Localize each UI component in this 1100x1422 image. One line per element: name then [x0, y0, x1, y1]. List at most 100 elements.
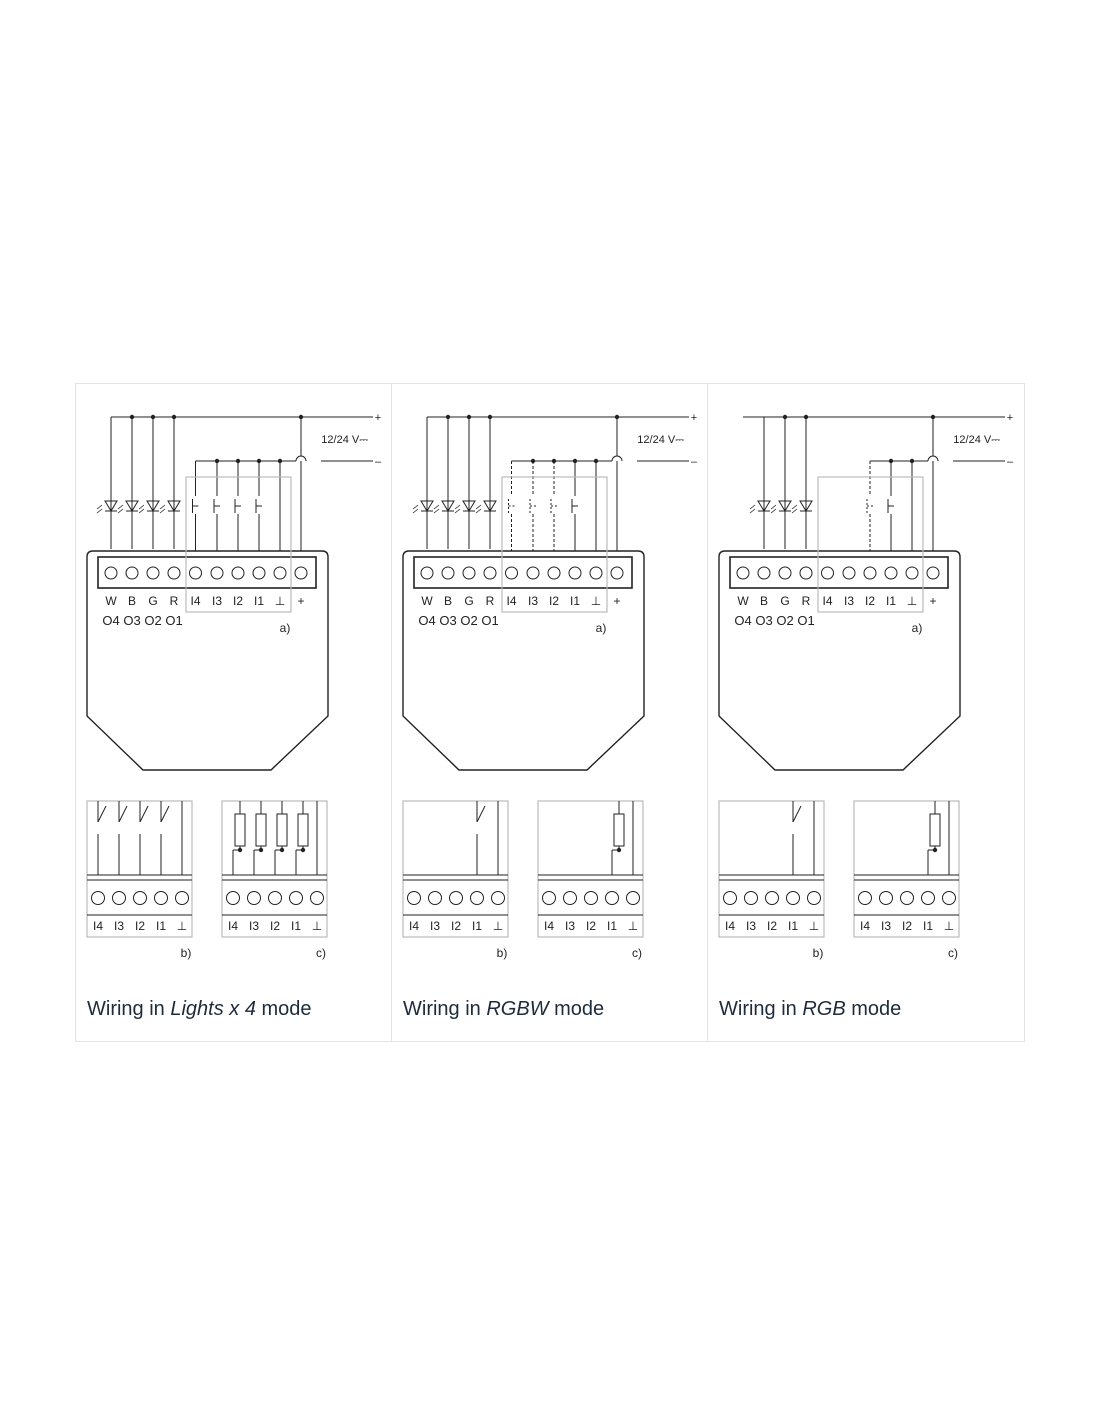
- supply-voltage-label: 12/24 V⎓: [637, 434, 684, 446]
- small-terminal-label: I4: [860, 919, 870, 933]
- terminal-label: I1: [254, 594, 264, 608]
- small-terminal-label: ⊥: [312, 919, 322, 933]
- terminal-label: G: [464, 594, 473, 608]
- small-terminal-label: I2: [902, 919, 912, 933]
- wire-crossover: [295, 455, 307, 462]
- junction-dot: [279, 847, 285, 853]
- inputs-highlight-frame: [185, 476, 292, 613]
- junction-dot: [300, 847, 306, 853]
- terminal-label: ⊥: [591, 594, 601, 608]
- terminal-label: I2: [549, 594, 559, 608]
- terminal-screw-icon: [900, 891, 914, 905]
- terminal-screw-icon: [605, 891, 619, 905]
- terminal-screw-icon: [568, 566, 582, 580]
- terminal-label: W: [737, 594, 749, 608]
- switch-lever-icon: [792, 805, 802, 823]
- terminal-screw-icon: [723, 891, 737, 905]
- caption-lights-x4: Wiring in Lights x 4 mode: [87, 998, 312, 1021]
- terminal-screw-icon: [231, 566, 245, 580]
- resistor-icon: [929, 813, 941, 847]
- terminal-screw-icon: [589, 566, 603, 580]
- terminal-block: [97, 556, 317, 589]
- output-label: O1: [797, 613, 814, 628]
- push-button-dashed-icon: [508, 499, 515, 513]
- terminal-label: R: [486, 594, 495, 608]
- inputs-highlight-frame: [817, 476, 924, 613]
- supply-plus-label: +: [1007, 412, 1013, 424]
- terminal-label: W: [421, 594, 433, 608]
- terminal-screw-icon: [175, 891, 189, 905]
- terminal-screw-icon: [470, 891, 484, 905]
- terminal-screw-icon: [154, 891, 168, 905]
- push-button-icon: [887, 499, 894, 513]
- push-button-icon: [234, 499, 241, 513]
- led-icon: [96, 500, 118, 514]
- resistor-icon: [234, 813, 246, 847]
- terminal-screw-icon: [584, 891, 598, 905]
- terminal-screw-icon: [765, 891, 779, 905]
- small-terminal-label: I3: [746, 919, 756, 933]
- supply-plus-label: +: [691, 412, 697, 424]
- led-icon: [433, 500, 455, 514]
- supply-minus-label: –: [1007, 456, 1014, 468]
- terminal-screw-icon: [133, 891, 147, 905]
- terminal-screw-icon: [449, 891, 463, 905]
- output-label: O2: [460, 613, 477, 628]
- small-terminal-label: I3: [114, 919, 124, 933]
- variant-label-a: a): [912, 621, 923, 635]
- wire-crossover: [611, 455, 623, 462]
- small-terminal-label: I2: [767, 919, 777, 933]
- terminal-screw-icon: [210, 566, 224, 580]
- terminal-screw-icon: [189, 566, 202, 580]
- inputs-highlight-frame: [501, 476, 608, 613]
- terminal-screw-icon: [926, 566, 940, 580]
- terminal-screw-icon: [807, 891, 821, 905]
- terminal-screw-icon: [921, 891, 935, 905]
- terminal-screw-icon: [273, 566, 287, 580]
- terminal-label: B: [128, 594, 136, 608]
- terminal-screw-icon: [491, 891, 505, 905]
- output-label: O3: [439, 613, 456, 628]
- small-terminal-label: I1: [788, 919, 798, 933]
- terminal-screw-icon: [91, 891, 105, 905]
- output-label: O4: [734, 613, 751, 628]
- variant-label-a: a): [280, 621, 291, 635]
- supply-plus-label: +: [375, 412, 381, 424]
- terminal-screw-icon: [289, 891, 303, 905]
- terminal-screw-icon: [744, 891, 758, 905]
- device-body: [718, 550, 961, 771]
- terminal-screw-icon: [626, 891, 640, 905]
- output-label: O4: [418, 613, 435, 628]
- variant-label-a: a): [596, 621, 607, 635]
- terminal-screw-icon: [842, 566, 856, 580]
- terminal-screw-icon: [563, 891, 577, 905]
- terminal-label: I3: [528, 594, 538, 608]
- terminal-screw-icon: [942, 891, 956, 905]
- terminal-screw-icon: [428, 891, 442, 905]
- terminal-label: I2: [233, 594, 243, 608]
- device-body: [86, 550, 329, 771]
- terminal-label: I3: [212, 594, 222, 608]
- resistor-icon: [255, 813, 267, 847]
- led-icon: [749, 500, 771, 514]
- led-icon: [159, 500, 181, 514]
- terminal-block: [413, 556, 633, 589]
- device-body: [402, 550, 645, 771]
- supply-voltage-label: 12/24 V⎓: [321, 434, 368, 446]
- small-terminal-label: I1: [607, 919, 617, 933]
- terminal-label: +: [613, 594, 620, 608]
- small-terminal-label: ⊥: [809, 919, 819, 933]
- terminal-screw-icon: [547, 566, 561, 580]
- led-icon: [117, 500, 139, 514]
- small-terminal-label: I1: [156, 919, 166, 933]
- terminal-screw-icon: [786, 891, 800, 905]
- terminal-screw-icon: [310, 891, 324, 905]
- resistor-icon: [297, 813, 309, 847]
